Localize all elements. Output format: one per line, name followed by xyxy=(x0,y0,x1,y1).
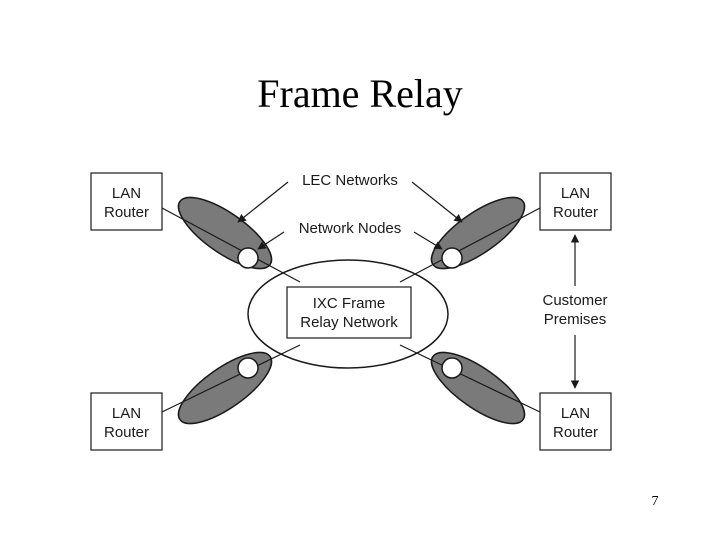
router-box-bottom-right xyxy=(539,392,612,451)
customer-premises-line1: Customer xyxy=(542,292,607,309)
router-label-top-right-line1: LAN xyxy=(561,185,590,202)
router-label-top-left-line2: Router xyxy=(104,204,149,221)
network-node-top-left xyxy=(237,247,259,269)
lec-network-top-left xyxy=(177,196,273,270)
lec-network-bottom-right xyxy=(430,351,526,425)
network-node-top-right xyxy=(441,247,463,269)
lec-networks-label: LEC Networks xyxy=(302,172,398,189)
router-label-bottom-left-line2: Router xyxy=(104,424,149,441)
link-bottom-left xyxy=(161,344,301,413)
arrow-lec-right xyxy=(411,181,463,223)
link-bottom-right xyxy=(399,344,541,413)
arrow-lec-left xyxy=(237,181,289,223)
router-label-top-left-line1: LAN xyxy=(112,185,141,202)
lec-network-top-right xyxy=(430,196,526,270)
ixc-label-line1: IXC Frame xyxy=(313,295,386,312)
network-nodes-label: Network Nodes xyxy=(299,220,402,237)
router-box-bottom-left xyxy=(90,392,163,451)
router-label-bottom-right-line1: LAN xyxy=(561,405,590,422)
router-box-top-right xyxy=(539,172,612,231)
link-top-left xyxy=(161,207,301,283)
router-label-top-right-line2: Router xyxy=(553,204,598,221)
arrow-node-right xyxy=(413,231,443,250)
arrow-node-left xyxy=(257,231,285,250)
network-node-bottom-right xyxy=(441,357,463,379)
router-box-top-left xyxy=(90,172,163,231)
ixc-box xyxy=(286,286,412,339)
router-label-bottom-left-line1: LAN xyxy=(112,405,141,422)
ixc-label-line2: Relay Network xyxy=(300,314,398,331)
slide-title: Frame Relay xyxy=(257,71,463,116)
router-label-bottom-right-line2: Router xyxy=(553,424,598,441)
lec-network-bottom-left xyxy=(177,351,273,425)
network-node-bottom-left xyxy=(237,357,259,379)
page-number: 7 xyxy=(651,494,659,509)
link-top-right xyxy=(399,207,541,283)
customer-premises-line2: Premises xyxy=(544,311,607,328)
